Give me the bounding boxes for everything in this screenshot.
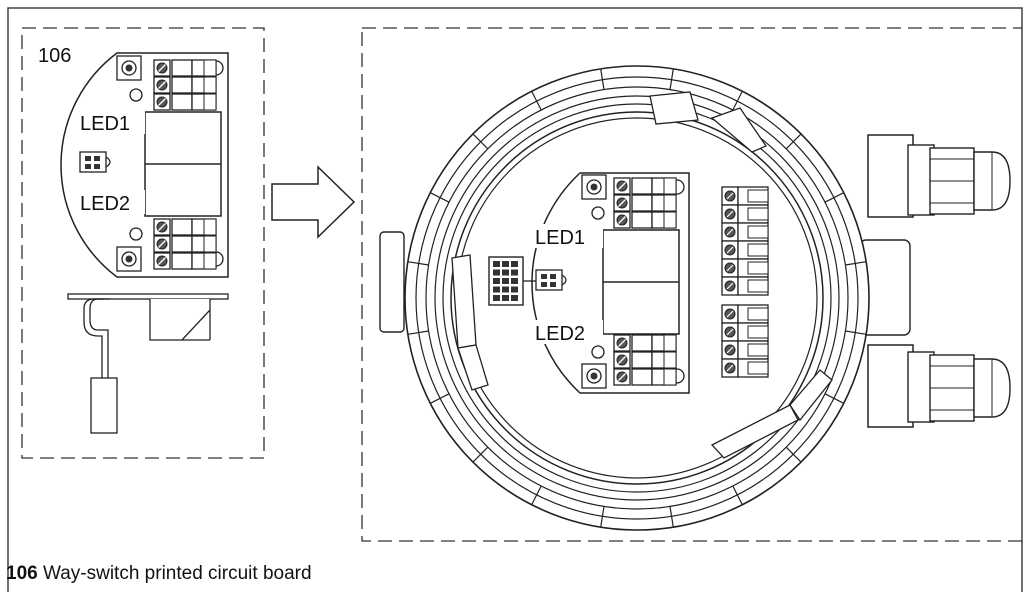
housing-clip-top — [649, 91, 767, 153]
main-terminal-block-top — [613, 177, 677, 229]
detail-led1-label: LED1 — [80, 113, 130, 135]
detail-ref-label: 106 — [38, 45, 71, 67]
housing-left-bracket — [379, 231, 405, 333]
terminal-strip-lower — [721, 304, 769, 378]
outer-frame — [7, 7, 1023, 592]
detail-terminal-block-top — [153, 59, 217, 111]
main-panel-border — [361, 27, 1022, 542]
detail-circuit-board — [60, 52, 229, 278]
caption-text: Way-switch printed circuit board — [42, 563, 312, 584]
detail-side-view — [67, 293, 229, 434]
figure-caption: 106 Way-switch printed circuit board — [6, 563, 312, 585]
detail-terminal-block-bottom — [153, 218, 217, 270]
cable-gland-top — [867, 134, 1011, 218]
main-led2-label: LED2 — [535, 323, 585, 345]
terminal-strip-upper — [721, 186, 769, 296]
cable-gland-bottom — [867, 344, 1011, 428]
main-relay — [602, 229, 680, 335]
detail-relay — [144, 111, 222, 217]
main-circuit-board — [531, 172, 690, 394]
detail-led2-label: LED2 — [80, 193, 130, 215]
wiring-connector — [488, 256, 536, 306]
main-led1-label: LED1 — [535, 227, 585, 249]
main-board-connector — [535, 269, 567, 291]
detail-connector — [79, 151, 111, 173]
direction-arrow — [271, 165, 356, 239]
main-terminal-block-bottom — [613, 334, 677, 386]
housing-clip-bottom — [710, 369, 833, 459]
caption-number: 106 — [6, 563, 38, 584]
housing-clip-left — [451, 254, 489, 391]
